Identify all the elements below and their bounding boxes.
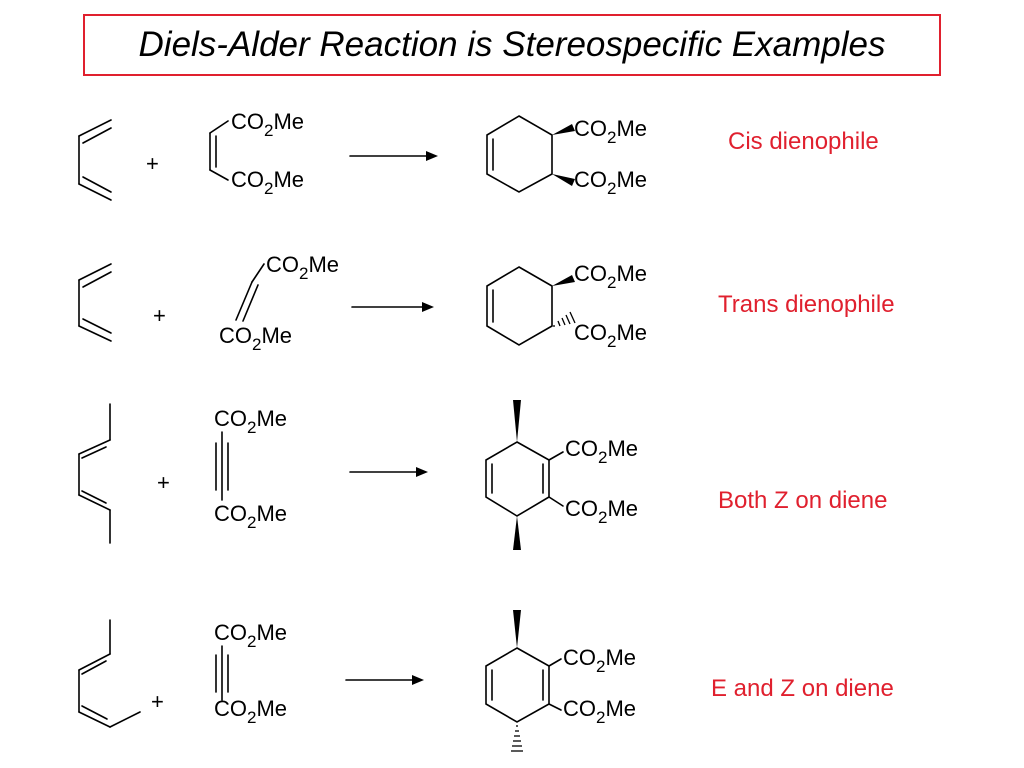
title-box: Diels-Alder Reaction is Stereospecific E… xyxy=(83,14,941,76)
row-4-product-top-group: CO2Me xyxy=(563,645,636,676)
row-2-product-bottom-group: CO2Me xyxy=(574,320,647,351)
row-3-plus: + xyxy=(157,470,170,495)
row-1-product: CO2Me CO2Me xyxy=(486,115,647,198)
row-3-product: CO2Me CO2Me xyxy=(485,400,638,550)
row-3-dienophile-bottom-group: CO2Me xyxy=(214,501,287,532)
row-1-dienophile: CO2Me CO2Me xyxy=(209,109,304,198)
row-2-dienophile: CO2Me CO2Me xyxy=(219,252,339,354)
row-2-label: Trans dienophile xyxy=(718,291,895,318)
row-1-diene xyxy=(78,119,112,201)
row-1-arrow xyxy=(349,151,438,161)
row-4-arrow xyxy=(345,675,424,685)
row-2-arrow xyxy=(351,302,434,312)
row-1-label: Cis dienophile xyxy=(728,128,879,155)
row-3-diene xyxy=(78,403,111,544)
row-4-dienophile-top-group: CO2Me xyxy=(214,620,287,651)
row-4-label: E and Z on diene xyxy=(711,675,894,702)
row-2-trans-dienophile: + CO2Me CO2Me CO2Me CO2Me xyxy=(78,252,895,354)
row-4-diene xyxy=(78,619,141,728)
row-2-hashed-bond xyxy=(553,311,576,327)
row-3-label: Both Z on diene xyxy=(718,487,887,514)
row-1-dienophile-top-group: CO2Me xyxy=(231,109,304,140)
row-3-dienophile-top-group: CO2Me xyxy=(214,406,287,437)
row-2-diene xyxy=(78,263,112,342)
row-2-dienophile-top-group: CO2Me xyxy=(266,252,339,283)
row-2-product-top-group: CO2Me xyxy=(574,261,647,292)
row-4-dienophile-bottom-group: CO2Me xyxy=(214,696,287,727)
row-2-plus: + xyxy=(153,303,166,328)
row-1-product-top-group: CO2Me xyxy=(574,116,647,147)
row-4-dienophile: CO2Me CO2Me xyxy=(214,620,287,727)
row-1-cis-dienophile: + CO2Me CO2Me CO2Me CO2Me Cis dienophile xyxy=(78,109,879,201)
row-2-product: CO2Me CO2Me xyxy=(486,261,647,351)
row-3-dienophile: CO2Me CO2Me xyxy=(214,406,287,532)
row-4-hashed-bond xyxy=(511,725,523,752)
row-4-product-bottom-group: CO2Me xyxy=(563,696,636,727)
row-4-e-and-z-diene: + CO2Me CO2Me CO2Me xyxy=(78,610,894,752)
row-1-plus: + xyxy=(146,151,159,176)
row-3-product-top-group: CO2Me xyxy=(565,436,638,467)
row-2-dienophile-bottom-group: CO2Me xyxy=(219,323,292,354)
row-3-both-z-diene: + CO2Me CO2Me CO2Me CO2Me Both Z on dien… xyxy=(78,400,887,550)
row-1-dienophile-bottom-group: CO2Me xyxy=(231,167,304,198)
row-4-product: CO2Me CO2Me xyxy=(485,610,636,752)
page-title: Diels-Alder Reaction is Stereospecific E… xyxy=(138,25,886,64)
row-3-arrow xyxy=(349,467,428,477)
row-1-product-bottom-group: CO2Me xyxy=(574,167,647,198)
row-3-product-bottom-group: CO2Me xyxy=(565,496,638,527)
row-4-plus: + xyxy=(151,689,164,714)
